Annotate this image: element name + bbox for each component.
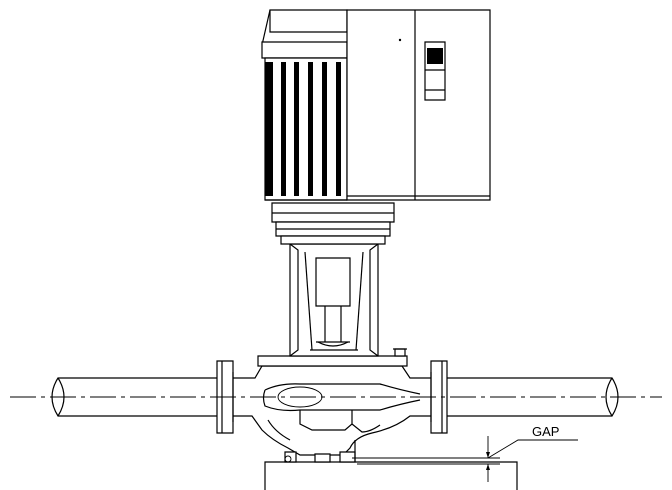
gap-label: GAP (532, 424, 559, 439)
foundation-base (265, 462, 517, 490)
gap-dimension: GAP (352, 424, 578, 482)
cooling-fins (265, 62, 341, 196)
lantern-bracket (290, 244, 378, 356)
pump-casing (232, 366, 432, 462)
right-flange (431, 361, 447, 433)
display-panel (425, 42, 445, 100)
pump-cover (258, 349, 407, 366)
control-box (347, 10, 490, 200)
motor (262, 10, 347, 200)
motor-adapter (272, 203, 394, 244)
